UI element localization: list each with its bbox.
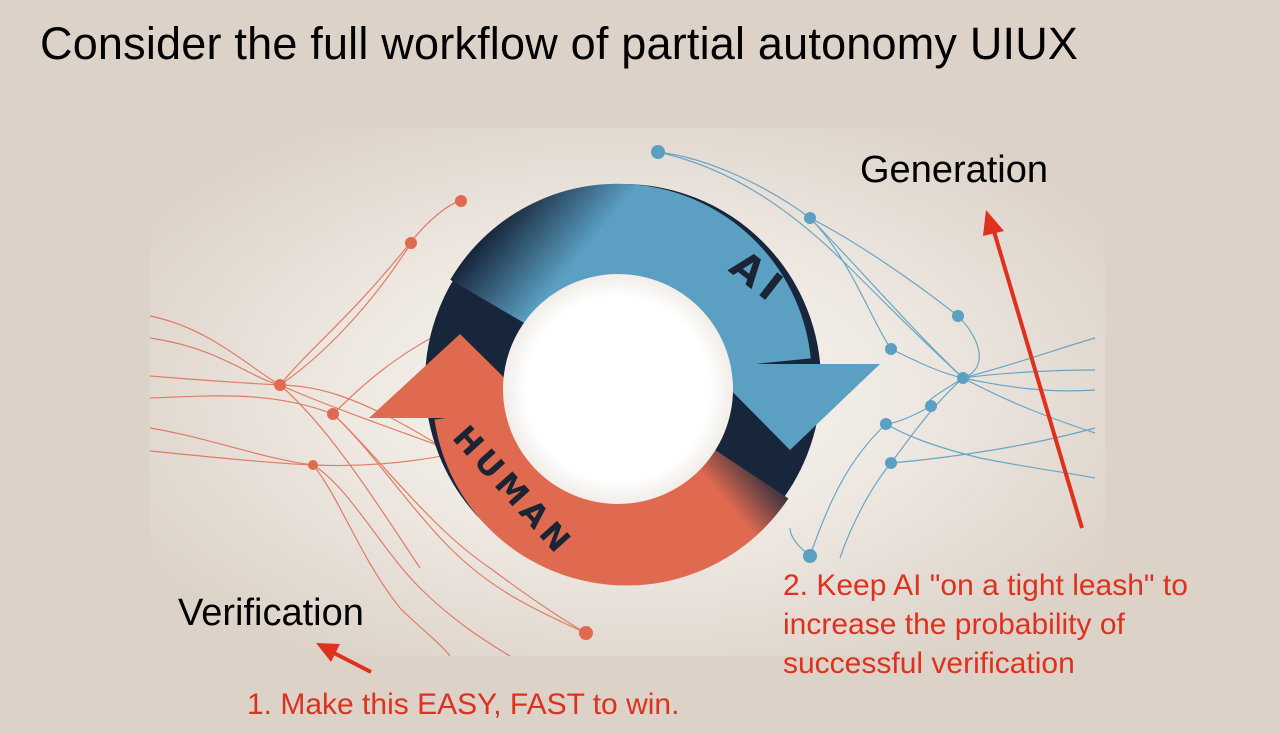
note-make-easy-fast: 1. Make this EASY, FAST to win. [247, 688, 680, 721]
note-tight-leash-line: successful verification [783, 647, 1075, 680]
generation-nodes [651, 145, 969, 563]
slide-title: Consider the full workflow of partial au… [40, 18, 1079, 69]
note-tight-leash-line: increase the probability of [783, 608, 1125, 641]
verification-nodes [274, 195, 593, 640]
loop-ring [369, 183, 880, 586]
note-tight-leash-line: 2. Keep AI "on a tight leash" to [783, 569, 1188, 602]
ai-human-loop-illustration: AI HUMAN [150, 128, 1105, 656]
ai-arrow [450, 183, 811, 369]
ai-arrowhead [705, 364, 880, 450]
human-arrow [434, 405, 789, 586]
verification-label: Verification [178, 592, 364, 634]
human-arrowhead [369, 334, 545, 418]
generation-label: Generation [860, 149, 1049, 191]
